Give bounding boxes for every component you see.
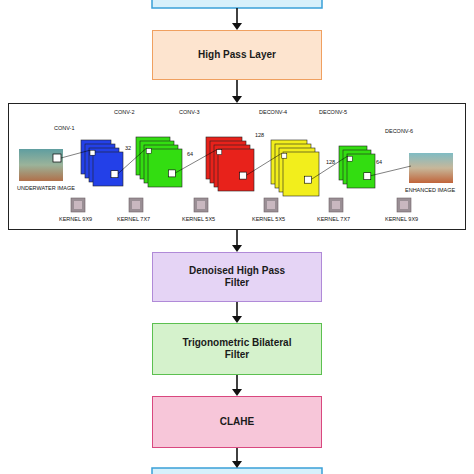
patch [305,176,312,183]
arrow-head [232,245,242,252]
projection-line [175,150,216,173]
arrow-head [232,389,242,396]
kernel-icon [400,201,408,209]
patch [240,172,247,179]
kernel-icon [132,201,140,209]
kernel-icon [194,198,208,212]
image-label: UNDERWATER IMAGE [17,186,75,192]
process-box: Denoised High Pass Filter [152,252,322,302]
process-box: Trigonometric Bilateral Filter [152,323,322,375]
kernel-label: KERNEL 9X9 [385,217,418,223]
layer-label: CONV-2 [114,110,134,116]
patch [168,170,175,177]
cut-box [152,0,322,8]
box-label: CLAHE [220,416,254,429]
cut-box [152,468,322,474]
patch [146,148,151,153]
process-box: CLAHE [152,396,322,448]
kernel-icon [397,198,411,212]
kernel-label: KERNEL 7X7 [117,217,150,223]
layer-label: CONV-3 [179,110,199,116]
arrow-line [236,448,238,462]
projection-line [371,166,411,176]
enhanced-photo [409,153,453,183]
arrow-line [236,302,238,317]
kernel-icon [332,201,340,209]
feature-map [283,152,319,196]
kernel-icon [267,201,275,209]
feature-map [148,149,182,187]
patch [90,150,95,155]
arrow-line [236,8,238,24]
channel-count: 128 [326,160,335,166]
channel-count: 128 [255,133,264,139]
arrow-line [236,80,238,97]
kernel-icon [329,198,343,212]
arrow-line [236,375,238,390]
flow-arrow [232,230,242,252]
kernel-icon [264,198,278,212]
feature-map [218,149,254,191]
flow-arrow [232,80,242,103]
projection-line [312,156,348,179]
image-label: ENHANCED IMAGE [405,188,455,194]
box-label: Trigonometric Bilateral Filter [181,337,293,362]
arrow-line [236,230,238,246]
patch [282,153,287,158]
kernel-label: KERNEL 5X5 [182,217,215,223]
arrow-head [232,461,242,468]
kernel-label: KERNEL 9X9 [59,217,92,223]
kernel-icon [71,198,85,212]
arrow-head [232,23,242,30]
kernel-icon [197,201,205,209]
channel-count: 64 [187,152,193,158]
channel-count: 32 [125,146,131,152]
kernel-label: KERNEL 5X5 [252,217,285,223]
layer-label: DECONV-6 [385,129,413,135]
arrow-head [232,96,242,103]
projection-line [247,153,282,175]
arrow-head [232,316,242,323]
projection-line [118,148,146,173]
patch [347,156,352,161]
kernel-icon [129,198,143,212]
layer-label: DECONV-5 [319,110,347,116]
layer-label: DECONV-4 [259,110,287,116]
underwater-photo [19,149,63,181]
feature-map [347,154,375,188]
flow-arrow [232,302,242,323]
box-label: Denoised High Pass Filter [181,265,293,290]
layer-label: CONV-1 [54,126,74,132]
network-illustration [9,104,467,231]
patch [364,173,371,180]
network-panel: CONV-2 CONV-3 DECONV-4 DECONV-5CONV-1DECONV… [8,103,466,230]
channel-count: 64 [376,160,382,166]
feature-map [93,152,123,186]
patch [111,171,118,178]
patch [217,150,222,155]
kernel-icon [74,201,82,209]
projection-line [61,150,90,158]
flow-arrow [232,375,242,396]
process-box: High Pass Layer [152,30,322,80]
box-label: High Pass Layer [198,49,276,62]
kernel-label: KERNEL 7X7 [317,217,350,223]
patch [53,154,61,162]
